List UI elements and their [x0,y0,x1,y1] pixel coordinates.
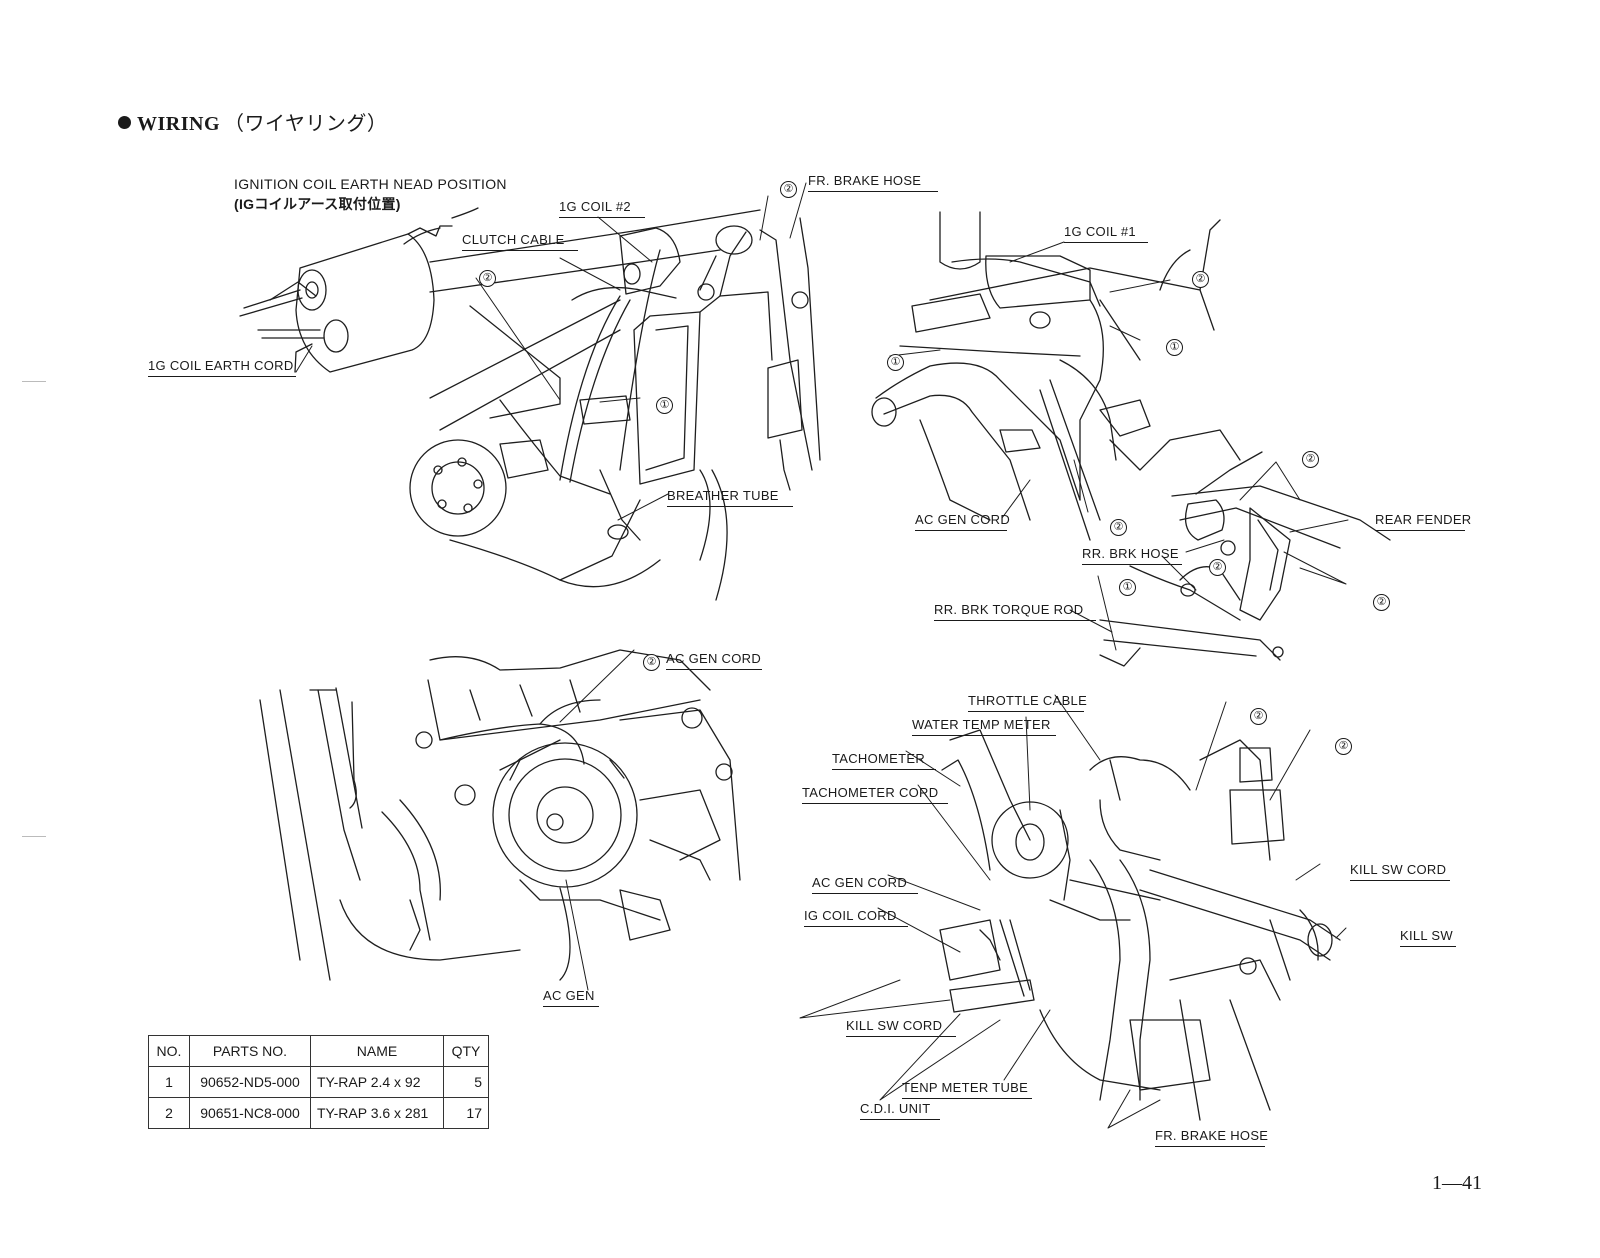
callout-2: ② [1302,451,1319,468]
table-header-row: NO. PARTS NO. NAME QTY [148,1035,489,1067]
callout-2: ② [780,181,797,198]
cell-name: TY-RAP 3.6 x 281 [310,1097,444,1129]
table-row: 2 90651-NC8-000 TY-RAP 3.6 x 281 17 [148,1097,489,1129]
binding-mark [22,836,46,837]
header-no: NO. [148,1035,190,1067]
callout-2: ② [1110,519,1127,536]
throttle-cable-label: THROTTLE CABLE [968,693,1087,712]
cell-parts-no: 90652-ND5-000 [189,1066,311,1098]
ig-coil-1-label: 1G COIL #1 [1064,224,1148,243]
callout-1: ① [656,397,673,414]
cell-no: 2 [148,1097,190,1129]
kill-sw-cord-left-label: KILL SW CORD [846,1018,956,1037]
cell-qty: 5 [443,1066,489,1098]
table-row: 1 90652-ND5-000 TY-RAP 2.4 x 92 5 [148,1066,489,1098]
page-number: 1—41 [1432,1172,1482,1194]
header-name: NAME [310,1035,444,1067]
callout-2: ② [643,654,660,671]
page-title: WIRING（ワイヤリング） [118,107,387,136]
ignition-coil-detail [239,207,479,373]
binding-mark [22,381,46,382]
rear-fender-label: REAR FENDER [1375,512,1471,531]
callout-1: ① [1166,339,1183,356]
header-qty: QTY [443,1035,489,1067]
callout-2: ② [1373,594,1390,611]
rr-brk-torque-rod-label: RR. BRK TORQUE ROD [934,602,1096,621]
tenp-meter-tube-label: TENP METER TUBE [902,1080,1032,1099]
bullet-icon [118,116,131,129]
ig-coil-cord-label: IG COIL CORD [804,908,908,927]
rear-fender-view [1099,451,1391,667]
ig-coil-earth-cord-label: 1G COIL EARTH CORD [148,358,296,377]
cell-parts-no: 90651-NC8-000 [189,1097,311,1129]
water-temp-meter-label: WATER TEMP METER [912,717,1056,736]
tachometer-cord-label: TACHOMETER CORD [802,785,948,804]
ac-gen-cord-right-label: AC GEN CORD [915,512,1010,531]
ac-gen-label: AC GEN [543,988,599,1007]
breather-tube-label: BREATHER TUBE [667,488,793,507]
cell-qty: 17 [443,1097,489,1129]
generator-view [259,649,741,981]
header-parts-no: PARTS NO. [189,1035,311,1067]
coil-1-view [871,211,1241,541]
callout-1: ① [887,354,904,371]
ig-earth-position-ja-label: (IGコイルアース取付位置) [234,196,401,212]
fr-brake-hose-bottom-label: FR. BRAKE HOSE [1155,1128,1268,1147]
kill-sw-cord-right-label: KILL SW CORD [1350,862,1450,881]
callout-2: ② [1250,708,1267,725]
fr-brake-hose-top-label: FR. BRAKE HOSE [808,173,938,192]
title-japanese: （ワイヤリング） [224,113,388,135]
leader-lines [295,182,1349,1129]
callout-1: ① [1119,579,1136,596]
callout-2: ② [1192,271,1209,288]
tachometer-label: TACHOMETER [832,751,936,770]
kill-sw-label: KILL SW [1400,928,1456,947]
clutch-cable-label: CLUTCH CABLE [462,232,578,251]
parts-table: NO. PARTS NO. NAME QTY 1 90652-ND5-000 T… [148,1035,489,1129]
ac-gen-cord-lower-label: AC GEN CORD [666,651,762,670]
callout-2: ② [1209,559,1226,576]
cdi-unit-label: C.D.I. UNIT [860,1101,940,1120]
handlebar-view [939,729,1341,1121]
ac-gen-cord-front-label: AC GEN CORD [812,875,918,894]
ig-earth-position-label: IGNITION COIL EARTH NEAD POSITION [234,176,507,192]
cell-name: TY-RAP 2.4 x 92 [310,1066,444,1098]
callout-2: ② [479,270,496,287]
rr-brk-hose-label: RR. BRK HOSE [1082,546,1182,565]
title-text: WIRING [137,113,221,135]
callout-2: ② [1335,738,1352,755]
ig-coil-2-label: 1G COIL #2 [559,199,645,218]
cell-no: 1 [148,1066,190,1098]
coil-2-view [409,209,821,601]
